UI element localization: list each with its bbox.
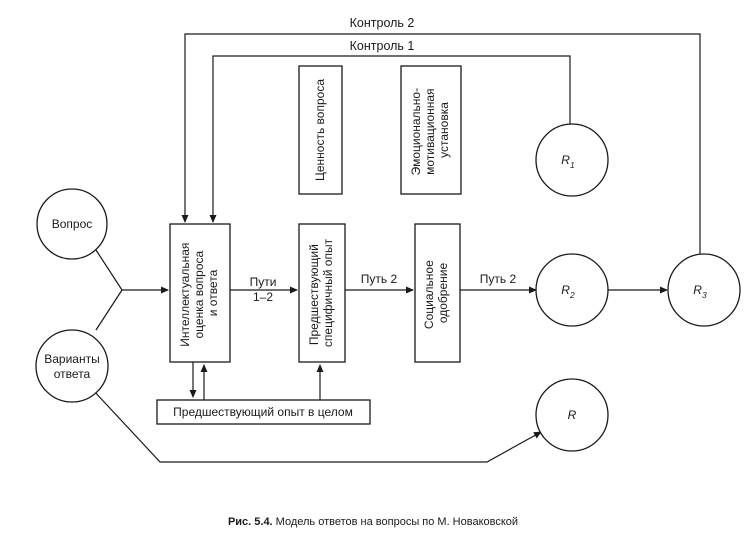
question-to-junction — [95, 249, 123, 291]
path2-label-b: Путь 2 — [480, 272, 517, 286]
social-line1: Социальное — [422, 260, 436, 329]
svg-text:R1: R1 — [561, 153, 575, 170]
intellectual-assessment-box: Интеллектуальная оценка вопроса и ответа — [169, 223, 231, 363]
diagram: Контроль 2 Контроль 1 Пути 1–2 Путь 2 Пу… — [35, 16, 741, 463]
connectors — [92, 33, 701, 463]
figure-caption: Рис. 5.4. Модель ответов на вопросы по М… — [0, 516, 746, 528]
r-node: R — [535, 378, 609, 452]
control1-arrow — [209, 55, 571, 223]
svg-text:Предшествующий специфичн: Предшествующий специфичный опыт — [307, 238, 335, 347]
path2-label-a: Путь 2 — [361, 272, 398, 286]
r3-label: R — [693, 283, 702, 297]
emo-line3: установка — [437, 102, 451, 158]
paths12-label-line1: Пути — [250, 275, 277, 289]
r3-node: R3 — [667, 253, 741, 327]
general-experience-label: Предшествующий опыт в целом — [173, 405, 353, 419]
r1-label: R — [561, 153, 570, 167]
svg-text:R2: R2 — [561, 283, 575, 300]
caption-label: Рис. 5.4. — [227, 516, 273, 528]
intellectual-line2: оценка вопроса — [192, 251, 206, 339]
r1-node: R1 — [535, 123, 609, 197]
control2-arrow — [181, 33, 701, 255]
question-label: Вопрос — [52, 217, 93, 231]
options-to-junction — [95, 289, 123, 331]
r2-node: R2 — [535, 253, 609, 327]
answer-options-node: Варианты ответа — [35, 329, 109, 403]
emo-line2: мотивационная — [423, 88, 437, 174]
r2-subscript: 2 — [569, 290, 575, 300]
intellectual-line1: Интеллектуальная — [178, 243, 192, 347]
emotional-motivational-box: Эмоционально- мотивационная установка — [400, 65, 462, 195]
control1-label: Контроль 1 — [350, 39, 415, 53]
question-node: Вопрос — [36, 188, 108, 260]
svg-text:Социальное одобрение: Социальное одобрение — [422, 257, 450, 329]
control2-label: Контроль 2 — [350, 16, 415, 30]
svg-text:Эмоционально- мотивацион: Эмоционально- мотивационная установка — [409, 85, 451, 176]
general-experience-box: Предшествующий опыт в целом — [156, 399, 371, 425]
specific-line1: Предшествующий — [307, 244, 321, 345]
r-label: R — [568, 408, 577, 422]
r2-label: R — [561, 283, 570, 297]
social-line2: одобрение — [436, 263, 450, 324]
question-value-box: Ценность вопроса — [298, 65, 343, 195]
options-to-r-arrow — [92, 389, 542, 463]
r3-subscript: 3 — [702, 290, 707, 300]
paths12-label-line2: 1–2 — [253, 290, 273, 304]
r1-subscript: 1 — [570, 160, 575, 170]
emo-line1: Эмоционально- — [409, 88, 423, 176]
svg-text:Интеллектуальная оценка: Интеллектуальная оценка вопроса и ответа — [178, 239, 220, 347]
intellectual-line3: и ответа — [206, 269, 220, 316]
answer-options-label-line1: Варианты — [44, 352, 99, 366]
svg-text:R3: R3 — [693, 283, 707, 300]
caption-text: Модель ответов на вопросы по М. Новаковс… — [272, 516, 519, 528]
specific-experience-box: Предшествующий специфичный опыт — [298, 223, 346, 363]
specific-line2: специфичный опыт — [321, 238, 335, 347]
answer-options-label-line2: ответа — [54, 367, 91, 381]
question-value-label: Ценность вопроса — [313, 79, 327, 181]
social-approval-box: Социальное одобрение — [414, 223, 461, 363]
